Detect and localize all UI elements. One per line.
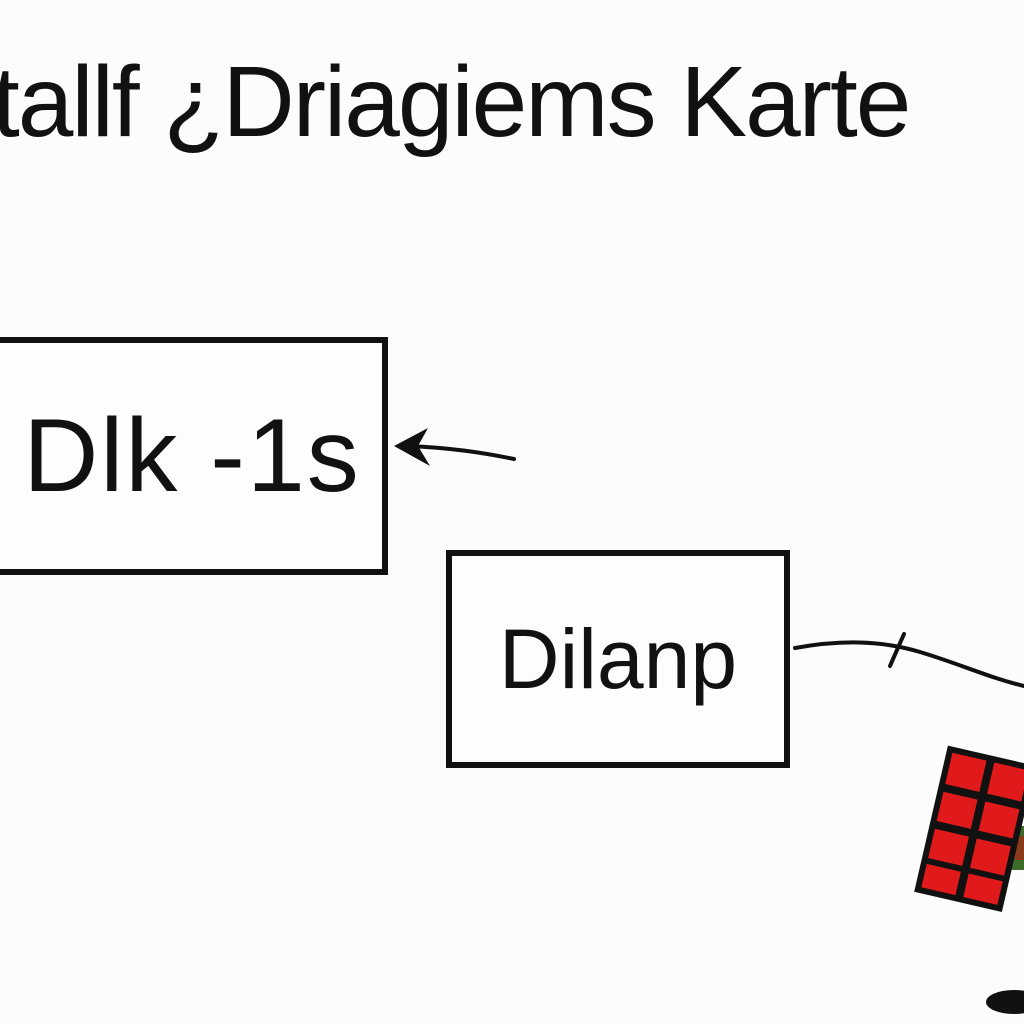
red-grid-figure-icon[interactable] [914, 745, 1024, 1014]
node-b-label: Dilanp [498, 611, 738, 706]
diagram-title: tallf ¿Driagiems Karte [0, 46, 911, 158]
tick-mark-icon [888, 632, 906, 668]
node-a-box[interactable]: Dlk -1s [0, 337, 388, 575]
arrowhead-icon [394, 428, 430, 466]
arrow-into-node-a [394, 428, 516, 466]
connector-from-node-b [793, 632, 1024, 688]
node-b-box[interactable]: Dilanp [446, 550, 790, 768]
node-a-label: Dlk -1s [23, 397, 361, 514]
